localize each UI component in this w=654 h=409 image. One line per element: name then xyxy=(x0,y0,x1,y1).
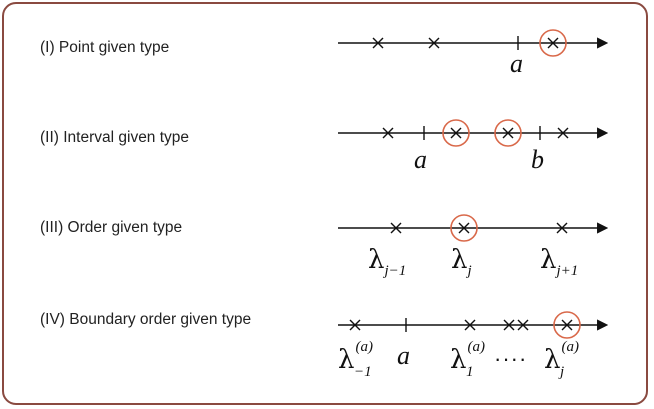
row-boundary-line: λ(a)−1 a λ(a)1 ···· λ(a)j xyxy=(338,311,609,380)
row-label-point: (I) Point given type xyxy=(40,39,170,56)
cross-mark xyxy=(390,222,402,234)
label-b: b xyxy=(531,145,544,174)
row-label-order: (III) Order given type xyxy=(40,219,183,236)
highlight-circle xyxy=(539,29,567,57)
label-lambda-j-boundary: λ(a)j xyxy=(544,339,579,380)
label-a: a xyxy=(397,341,410,370)
row-label-interval: (II) Interval given type xyxy=(40,129,190,146)
cross-mark xyxy=(556,222,568,234)
cross-mark xyxy=(464,319,476,331)
label-lambda-j-plus-1: λj+1 xyxy=(540,245,578,279)
ellipsis-dots: ···· xyxy=(494,346,527,371)
row-label-boundary: (IV) Boundary order given type xyxy=(40,311,252,328)
cross-mark xyxy=(557,127,569,139)
cross-mark xyxy=(372,37,384,49)
diagram-frame: (I) Point given type (II) Interval given… xyxy=(2,2,648,405)
cross-mark xyxy=(349,319,361,331)
label-lambda-j: λj xyxy=(451,245,472,279)
label-lambda-j-minus-1: λj−1 xyxy=(368,245,406,279)
cross-mark xyxy=(428,37,440,49)
highlight-circle xyxy=(442,119,470,147)
cross-mark xyxy=(450,127,462,139)
row-order-line: λj−1 λj λj+1 xyxy=(338,214,609,279)
cross-mark xyxy=(517,319,529,331)
cross-mark xyxy=(458,222,470,234)
row-point-line: a xyxy=(338,29,609,78)
cross-mark xyxy=(502,127,514,139)
highlight-circle xyxy=(553,311,581,339)
label-lambda-1: λ(a)1 xyxy=(450,339,485,380)
label-lambda-minus-1: λ(a)−1 xyxy=(338,339,373,380)
label-a: a xyxy=(414,145,427,174)
cross-mark xyxy=(561,319,573,331)
row-interval-line: a b xyxy=(338,119,609,174)
cross-mark xyxy=(547,37,559,49)
label-a: a xyxy=(510,49,523,78)
cross-mark xyxy=(503,319,515,331)
cross-mark xyxy=(382,127,394,139)
highlight-circle xyxy=(450,214,478,242)
highlight-circle xyxy=(494,119,522,147)
